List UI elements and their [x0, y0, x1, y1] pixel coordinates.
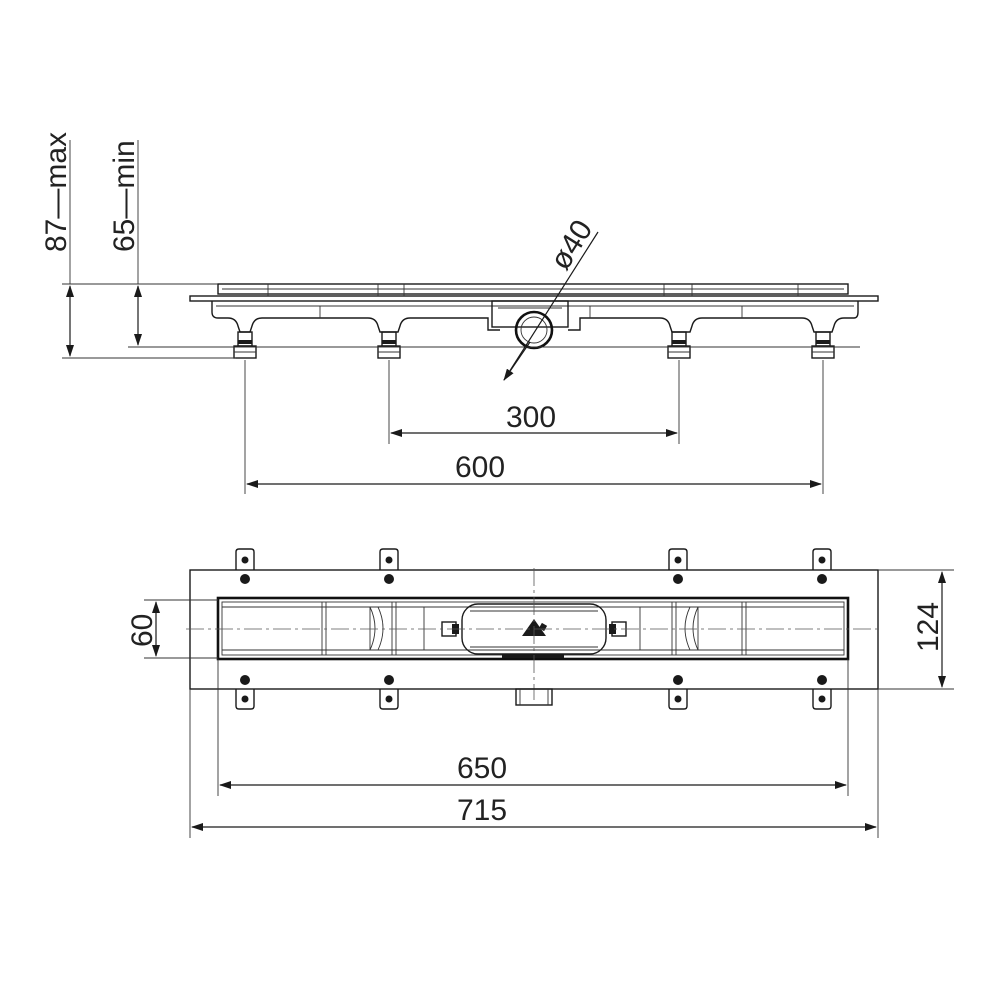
side-foot-4	[811, 331, 835, 359]
frame-length-label: 715	[457, 794, 507, 827]
top-view: 60 124 650 715	[126, 548, 954, 838]
outlet-diameter-dimension: ø40	[503, 214, 599, 381]
height-min-dimension: 65—min	[108, 140, 142, 346]
frame-width-label: 124	[912, 602, 945, 652]
inner-feet-spacing-dimension: 300	[388, 360, 680, 444]
inner-feet-spacing-label: 300	[506, 401, 556, 434]
side-view: 87—max 65—min ø40 300 600	[40, 132, 879, 494]
channel-length-dimension: 650	[217, 659, 849, 796]
side-foot-3	[667, 331, 691, 359]
height-min-label: 65—min	[108, 140, 141, 252]
side-outlet-housing	[491, 300, 569, 328]
mounting-tab-top-4	[812, 548, 832, 584]
mounting-tab-bottom-3	[668, 675, 688, 710]
mounting-tab-top-1	[235, 548, 255, 584]
top-channel	[216, 596, 850, 661]
grate-width-dimension: 60	[126, 599, 218, 659]
mounting-tab-top-3	[668, 548, 688, 584]
frame-width-dimension: 124	[878, 569, 954, 690]
frame-length-dimension: 715	[189, 689, 879, 838]
side-foot-2	[377, 331, 401, 359]
height-max-label: 87—max	[40, 132, 73, 252]
outer-feet-spacing-label: 600	[455, 451, 505, 484]
side-foot-1	[233, 331, 257, 359]
grate-width-label: 60	[126, 614, 159, 647]
mounting-tab-bottom-4	[812, 675, 832, 710]
side-outlet-pipe	[514, 310, 554, 350]
mounting-tab-bottom-2	[379, 675, 399, 710]
top-outlet-spigot	[515, 688, 553, 706]
outlet-diameter-label: ø40	[544, 214, 599, 275]
height-max-dimension: 87—max	[40, 132, 236, 359]
side-channel-body	[211, 301, 859, 333]
side-grate	[217, 283, 849, 295]
mounting-tab-top-2	[379, 548, 399, 584]
channel-length-label: 650	[457, 752, 507, 785]
outer-feet-spacing-dimension: 600	[244, 360, 824, 494]
side-flange	[189, 295, 879, 302]
mounting-tab-bottom-1	[235, 675, 255, 710]
